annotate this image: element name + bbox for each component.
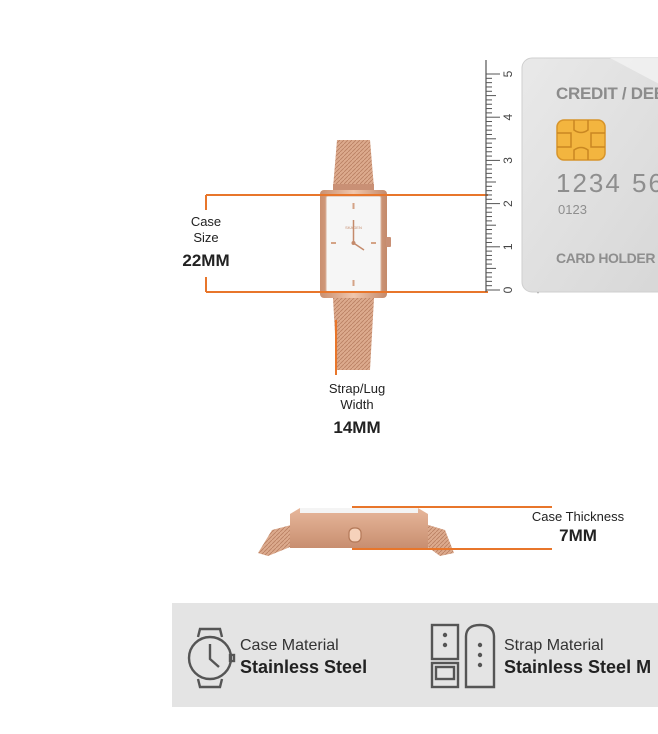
- ruler-tick-label: 5: [501, 70, 515, 77]
- card-small-number: 0123: [558, 202, 587, 217]
- thickness-caption: Case Thickness: [531, 509, 625, 524]
- ruler-tick-label: 2: [501, 200, 515, 207]
- ruler-tick-label: 1: [501, 243, 515, 250]
- card-chip: [556, 119, 606, 161]
- ruler-tick-label: 3: [501, 157, 515, 164]
- ruler-tick-label: 0: [501, 286, 515, 293]
- thickness-dimension: [352, 506, 552, 550]
- card-holder-name: CARD HOLDER NAME: [556, 250, 658, 266]
- hour-markers: [331, 203, 376, 286]
- case-size-label: Case Size 22MM: [168, 214, 244, 272]
- thickness-label: Case Thickness 7MM: [520, 509, 636, 547]
- material-info-bar: Case Material Stainless Steel Strap Mate…: [172, 603, 658, 707]
- ruler-labels: 0 1 2 3 4 5: [501, 70, 515, 293]
- strap-width-value: 14MM: [333, 418, 381, 437]
- strap-width-caption-1: Strap/Lug: [328, 381, 386, 396]
- case-size-caption-2: Size: [193, 230, 219, 245]
- strap-material-title: Strap Material: [504, 637, 604, 654]
- card-number-group-1: 1234: [556, 168, 622, 198]
- hour-hand: [353, 242, 365, 251]
- case-size-value: 22MM: [182, 251, 230, 270]
- brand-logo: SKAGEN: [345, 225, 362, 230]
- side-strap-left: [258, 524, 295, 556]
- upper-strap: [333, 140, 374, 188]
- strap-width-label: Strap/Lug Width 14MM: [312, 381, 402, 439]
- side-crown: [348, 527, 362, 543]
- case-material-value: Stainless Steel: [240, 657, 368, 677]
- card-number-group-2: 56: [632, 168, 658, 198]
- thickness-value: 7MM: [559, 526, 597, 545]
- case-material-title: Case Material: [240, 637, 339, 654]
- lower-strap: [333, 298, 374, 370]
- strap-width-caption-2: Width: [340, 397, 374, 412]
- ruler: [485, 60, 500, 292]
- ruler-tick-label: 4: [501, 114, 515, 121]
- credit-card: [521, 57, 658, 293]
- watch-front: SKAGEN: [320, 140, 391, 370]
- strap-material-value: Stainless Steel M: [504, 657, 652, 677]
- watch-crown: [386, 237, 391, 247]
- strap-icon: [430, 623, 496, 689]
- side-case: [290, 508, 428, 548]
- case-size-dimension: [205, 194, 488, 293]
- watch-icon: [187, 627, 236, 689]
- case-size-caption-1: Case: [190, 214, 222, 229]
- upper-lug: [333, 184, 374, 192]
- side-strap-right: [425, 524, 454, 556]
- card-title: CREDIT / DEBIT C: [556, 84, 658, 103]
